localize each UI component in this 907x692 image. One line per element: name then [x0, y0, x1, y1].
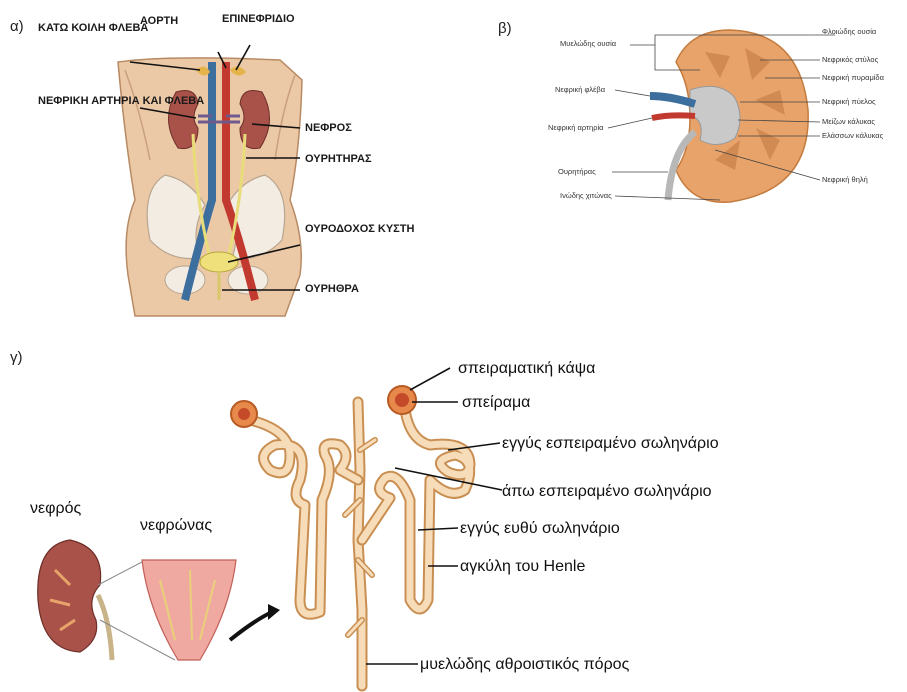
- label-bladder: ΟΥΡΟΔΟΧΟΣ ΚΥΣΤΗ: [305, 223, 415, 235]
- nephron-tubules: [250, 402, 470, 686]
- label-b-cortex: Φλοιώδης ουσία: [822, 27, 877, 36]
- panel-c-marker: γ): [10, 349, 23, 366]
- label-b-medulla: Μυελώδης ουσία: [560, 39, 617, 48]
- label-aorta: ΑΟΡΤΗ: [140, 15, 178, 27]
- label-c-kidney: νεφρός: [30, 500, 82, 517]
- label-c-proximal-convoluted: εγγύς εσπειραμένο σωληνάριο: [502, 435, 719, 452]
- panel-a-marker: α): [10, 18, 24, 35]
- label-c-distal-convoluted: άπω εσπειραμένο σωληνάριο: [502, 483, 712, 500]
- label-c-glomerulus: σπείραμα: [462, 394, 530, 411]
- label-c-proximal-straight: εγγύς ευθύ σωληνάριο: [460, 520, 620, 537]
- label-ureter: ΟΥΡΗΤΗΡΑΣ: [305, 153, 372, 165]
- bladder-shape: [200, 252, 238, 272]
- label-c-capsule: σπειραματική κάψα: [458, 360, 595, 377]
- panel-a: α) ΚΑΤΩ ΚΟΙΛ: [10, 13, 415, 316]
- renal-wedge-illustration: [142, 560, 236, 660]
- label-vena-cava: ΚΑΤΩ ΚΟΙΛΗ ΦΛΕΒΑ: [38, 22, 148, 34]
- label-b-renal-pyramid: Νεφρική πυραμίδα: [822, 73, 885, 82]
- label-b-major-calyx: Μείζων κάλυκας: [822, 117, 875, 126]
- label-b-capsule: Ινώδης χιτώνας: [560, 191, 612, 200]
- label-b-renal-column: Νεφρικός στύλος: [822, 55, 879, 64]
- label-adrenal: ΕΠΙΝΕΦΡΙΔΙΟ: [222, 13, 295, 25]
- label-b-ureter: Ουρητήρας: [558, 167, 596, 176]
- small-kidney-illustration: [38, 540, 101, 652]
- zoom-arrow-icon: [230, 612, 272, 640]
- label-kidney: ΝΕΦΡΟΣ: [305, 122, 352, 134]
- label-b-renal-pelvis: Νεφρική πύελος: [822, 97, 876, 106]
- label-b-renal-artery: Νεφρική αρτηρία: [548, 123, 604, 132]
- panel-b-marker: β): [498, 20, 512, 37]
- panel-b: β) Μυελώδης ουσία Φλοιώδης ουσία Νεφρικό…: [498, 20, 885, 202]
- label-b-renal-papilla: Νεφρική θηλή: [822, 175, 868, 184]
- label-b-minor-calyx: Ελάσσων κάλυκας: [822, 131, 884, 140]
- label-b-renal-vein: Νεφρική φλέβα: [555, 85, 606, 94]
- label-c-loop-of-henle: αγκύλη του Henle: [460, 558, 585, 575]
- panel-c: γ): [10, 349, 719, 686]
- label-c-nephron: νεφρώνας: [140, 517, 212, 534]
- label-c-collecting-duct: μυελώδης αθροιστικός πόρος: [420, 656, 630, 673]
- label-urethra: ΟΥΡΗΘΡΑ: [305, 283, 359, 295]
- label-renal-vessels: ΝΕΦΡΙΚΗ ΑΡΤΗΡΙΑ ΚΑΙ ΦΛΕΒΑ: [38, 95, 204, 107]
